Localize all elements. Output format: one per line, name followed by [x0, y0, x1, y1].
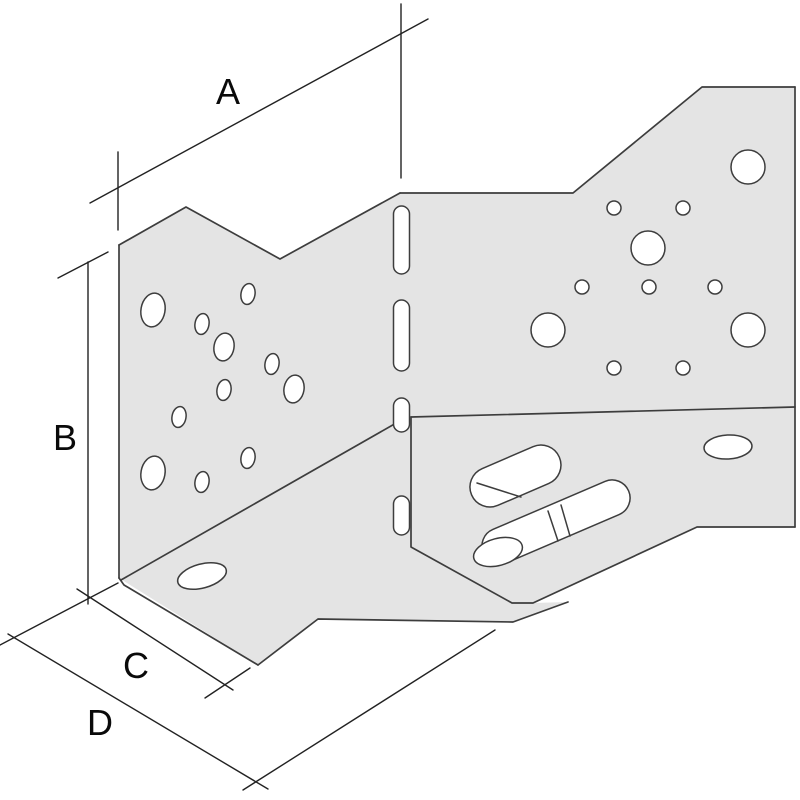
- nail-hole: [641, 279, 657, 295]
- nail-hole: [171, 405, 187, 429]
- dim-label-a: A: [216, 71, 240, 112]
- slot-fold-mark: [560, 504, 571, 537]
- dim-line-d: [7, 633, 269, 790]
- right-face-fold-line: [410, 406, 796, 418]
- top-right-edge: [399, 86, 796, 194]
- dim-d-extension-right: [242, 629, 496, 791]
- nail-hole: [194, 470, 210, 494]
- slot-fold-mark: [476, 482, 522, 498]
- bend-slot: [392, 397, 411, 433]
- bracket-body: [119, 87, 795, 665]
- bend-slot: [392, 299, 411, 372]
- left-face-fold-line: [120, 421, 399, 581]
- bracket-silhouette: [119, 87, 795, 665]
- slot-end-cap: [472, 536, 524, 568]
- flange-holes: [176, 434, 753, 591]
- nail-hole: [283, 374, 305, 404]
- nail-hole: [675, 360, 691, 376]
- nail-hole: [213, 332, 235, 362]
- bolt-hole: [730, 312, 766, 348]
- nail-hole: [216, 378, 232, 402]
- nail-hole: [240, 446, 256, 470]
- oval-hole: [703, 434, 753, 460]
- obround-slot: [469, 444, 562, 508]
- nail-hole: [675, 200, 691, 216]
- oval-hole: [176, 561, 228, 591]
- nail-hole: [240, 282, 256, 306]
- dim-line-a: [89, 18, 429, 204]
- dim-label-b: B: [53, 417, 77, 458]
- left-flange-far-edge: [257, 601, 569, 666]
- dim-line-c: [76, 588, 234, 691]
- corner-extension-line: [0, 582, 119, 646]
- bend-slot: [392, 495, 411, 536]
- dim-c-tick-right: [204, 667, 251, 699]
- top-left-edge: [118, 192, 401, 260]
- dimensions: A B C D: [0, 3, 496, 791]
- bolt-hole: [730, 149, 766, 185]
- dim-label-c: C: [123, 645, 149, 686]
- nail-hole: [606, 200, 622, 216]
- nail-hole: [606, 360, 622, 376]
- right-face-holes: [530, 149, 766, 376]
- bend-slot: [392, 205, 411, 275]
- nail-hole: [264, 352, 280, 376]
- nail-hole: [140, 455, 166, 491]
- dim-label-d: D: [87, 702, 113, 743]
- flange-slots: [469, 444, 631, 568]
- bolt-hole: [530, 312, 566, 348]
- bolt-hole: [630, 230, 666, 266]
- nail-hole: [194, 312, 210, 336]
- left-face-holes: [140, 282, 305, 494]
- slot-fold-mark: [547, 510, 559, 542]
- dim-b-tick-top: [57, 251, 109, 279]
- nail-hole: [574, 279, 590, 295]
- lower-flange-outline: [410, 416, 796, 604]
- bracket-edges: [118, 86, 796, 666]
- nail-hole: [140, 292, 166, 328]
- fold-slots: [392, 205, 411, 536]
- nail-hole: [707, 279, 723, 295]
